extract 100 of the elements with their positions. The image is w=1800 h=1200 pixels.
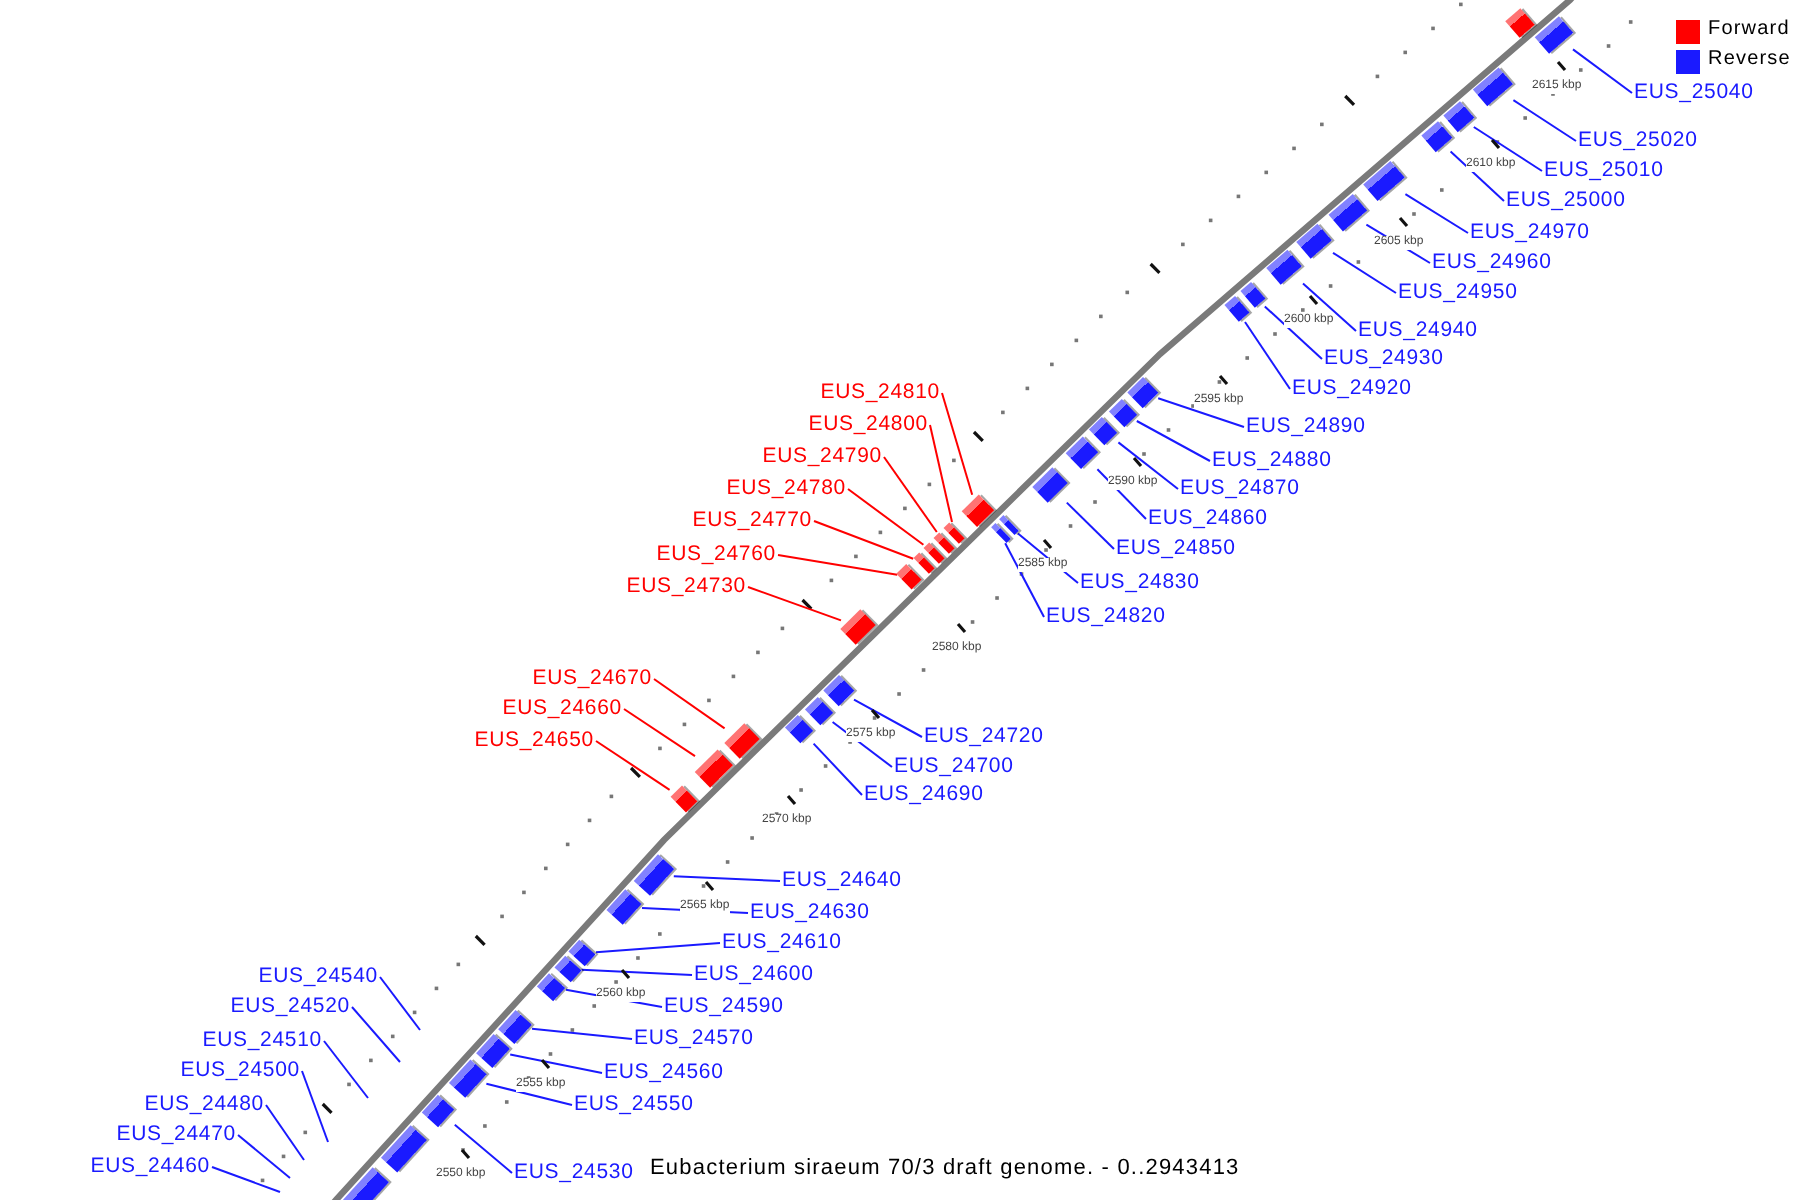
gene-label: EUS_24500 (180, 1058, 300, 1084)
gene-label: EUS_24720 (924, 724, 1044, 750)
gene-label: EUS_24520 (230, 994, 350, 1020)
gene-label: EUS_24610 (722, 930, 842, 956)
leader-line (653, 678, 726, 730)
leader-line (531, 1027, 633, 1040)
leader-line (1302, 282, 1357, 332)
gene-block (1443, 102, 1474, 133)
gene-block (990, 523, 1010, 544)
gene-block (933, 531, 956, 554)
gene-block (1504, 7, 1534, 38)
leader-line (1244, 321, 1291, 390)
gene-label: EUS_24800 (808, 412, 928, 438)
gene-label: EUS_24770 (692, 508, 812, 534)
gene-block (1240, 282, 1265, 308)
gene-block (694, 750, 733, 788)
gene-label: EUS_24890 (1246, 414, 1366, 440)
leader-line (379, 976, 421, 1031)
gene-label: EUS_24570 (634, 1026, 754, 1052)
leader-line (812, 742, 863, 796)
leader-line (813, 520, 915, 560)
leader-line (453, 1123, 513, 1174)
leader-line (941, 392, 974, 496)
gene-block (669, 785, 697, 813)
leader-line (1117, 441, 1179, 490)
gene-block (943, 521, 966, 544)
gene-label: EUS_24670 (532, 666, 652, 692)
gene-label: EUS_24660 (502, 696, 622, 722)
leader-line (1157, 397, 1245, 428)
gene-label: EUS_24940 (1358, 318, 1478, 344)
gene-block (724, 723, 760, 759)
gene-label: EUS_24640 (782, 868, 902, 894)
leader-line (1404, 193, 1469, 234)
gene-block (923, 541, 945, 564)
gene-label: EUS_25000 (1506, 188, 1626, 214)
gene-label: EUS_24880 (1212, 448, 1332, 474)
leader-line (211, 1166, 281, 1193)
leader-line (672, 875, 781, 882)
gene-block (1297, 223, 1334, 259)
leader-line (623, 708, 696, 758)
gene-label: EUS_24830 (1080, 570, 1200, 596)
gene-label: EUS_24780 (726, 476, 846, 502)
gene-label: EUS_24550 (574, 1092, 694, 1118)
legend-label: Forward (1708, 18, 1790, 40)
gene-label: EUS_24510 (202, 1028, 322, 1054)
gene-label: EUS_24760 (656, 542, 776, 568)
gene-label: EUS_24960 (1432, 250, 1552, 276)
gene-block (897, 564, 923, 590)
leader-line (1135, 420, 1211, 462)
gene-label: EUS_24470 (116, 1122, 236, 1148)
gene-label: EUS_24530 (514, 1160, 634, 1186)
gene-block (1065, 437, 1098, 470)
gene-label: EUS_24790 (762, 444, 882, 470)
leader-line (1065, 501, 1115, 550)
leader-line (237, 1134, 291, 1179)
leader-line (1449, 150, 1505, 202)
leader-line (929, 424, 953, 523)
legend-label: Reverse (1708, 48, 1791, 70)
gene-label: EUS_24850 (1116, 536, 1236, 562)
leader-line (595, 942, 721, 954)
gene-label: EUS_24540 (258, 964, 378, 990)
leader-line (323, 1040, 369, 1099)
gene-label: EUS_24860 (1148, 506, 1268, 532)
gene-label: EUS_24700 (894, 754, 1014, 780)
gene-label: EUS_24460 (90, 1154, 210, 1180)
gene-block (606, 889, 643, 925)
leader-line (265, 1104, 305, 1161)
gene-block (913, 551, 935, 574)
gene-label: EUS_24630 (750, 900, 870, 926)
gene-label: EUS_25010 (1544, 158, 1664, 184)
gene-label: EUS_24480 (144, 1092, 264, 1118)
gene-label: EUS_24600 (694, 962, 814, 988)
gene-label: EUS_24820 (1046, 604, 1166, 630)
gene-block (840, 609, 877, 645)
gene-label: EUS_24920 (1292, 376, 1412, 402)
leader-line (883, 456, 938, 533)
gene-label: EUS_25040 (1634, 80, 1754, 106)
leader-line (351, 1006, 401, 1063)
gene-label: EUS_24870 (1180, 476, 1300, 502)
leader-line (301, 1070, 329, 1143)
leader-line (1332, 251, 1397, 294)
gene-label: EUS_24560 (604, 1060, 724, 1086)
gene-block (1420, 122, 1451, 153)
leader-line (1096, 468, 1147, 520)
leader-line (595, 740, 671, 791)
gene-label: EUS_24650 (474, 728, 594, 754)
gene-block (1224, 296, 1249, 322)
gene-label: EUS_24690 (864, 782, 984, 808)
gene-label: EUS_24810 (820, 380, 940, 406)
leader-line (509, 1053, 603, 1074)
gene-label: EUS_24590 (664, 994, 784, 1020)
leader-line (747, 586, 842, 622)
leader-line (847, 488, 925, 546)
leader-line (1512, 99, 1577, 142)
leader-line (777, 554, 899, 576)
caption: Eubacterium siraeum 70/3 draft genome. - 0..2943413 (650, 1156, 1240, 1180)
leader-line (1004, 542, 1045, 618)
gene-block (960, 494, 994, 527)
gene-label: EUS_24730 (626, 574, 746, 600)
leader-line (853, 698, 923, 738)
